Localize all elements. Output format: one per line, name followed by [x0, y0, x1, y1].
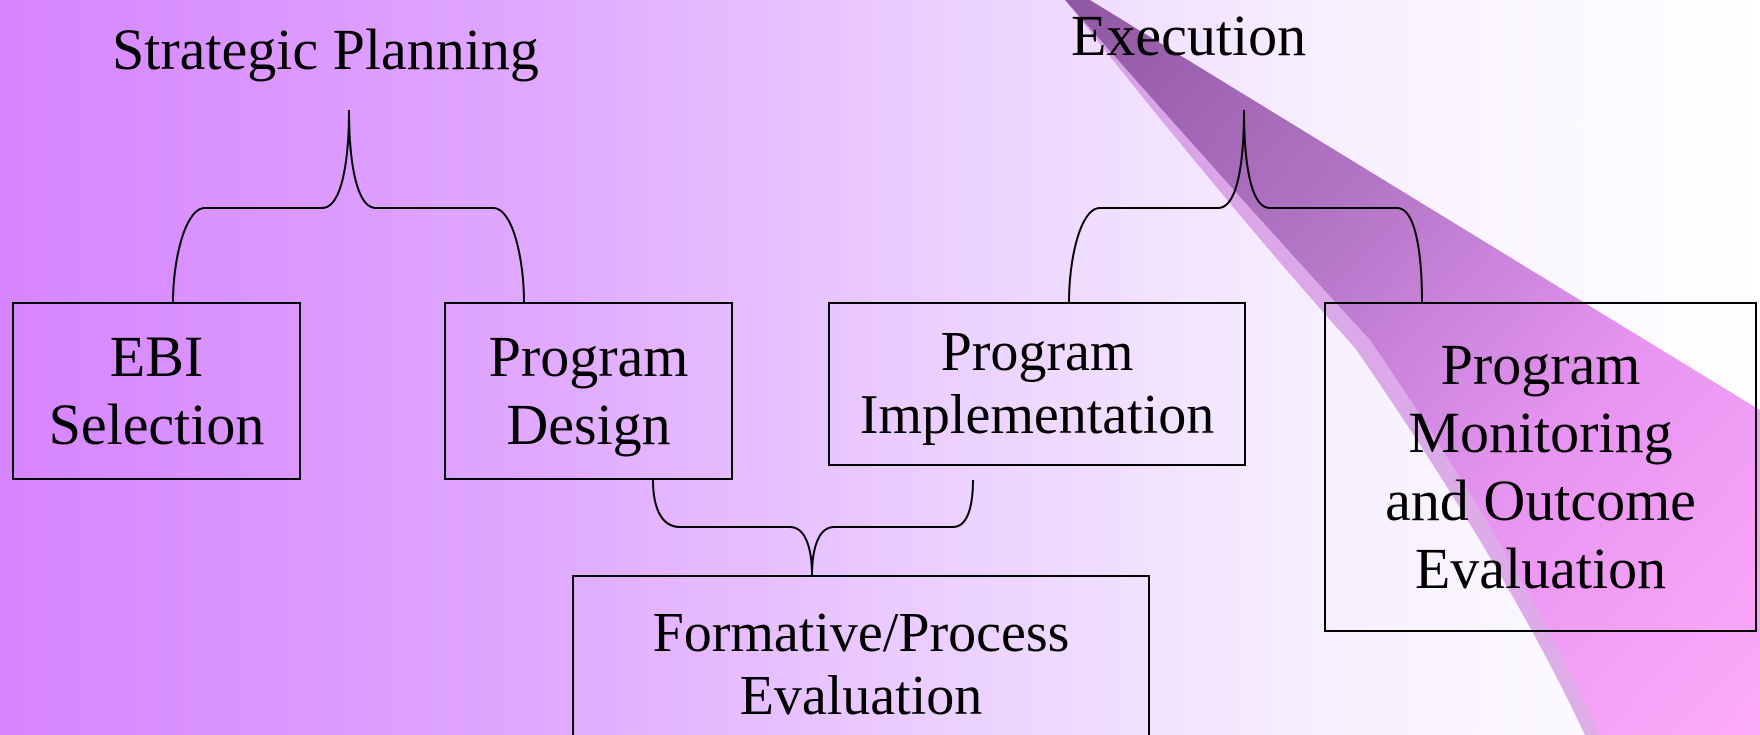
- box-program-monitoring-label: Program Monitoring and Outcome Evaluatio…: [1385, 332, 1696, 601]
- execution-bracket: [1068, 109, 1423, 303]
- box-program-implementation: Program Implementation: [828, 302, 1246, 466]
- strategic-planning-bracket: [172, 109, 525, 303]
- box-ebi-selection: EBI Selection: [12, 302, 301, 480]
- formative-bracket: [652, 479, 974, 576]
- heading-strategic-planning: Strategic Planning: [112, 17, 539, 82]
- box-program-design: Program Design: [444, 302, 733, 480]
- box-program-implementation-label: Program Implementation: [859, 320, 1215, 446]
- box-ebi-selection-label: EBI Selection: [48, 324, 265, 457]
- heading-execution: Execution: [1071, 3, 1307, 68]
- box-formative-process-evaluation: Formative/Process Evaluation: [572, 575, 1150, 735]
- box-program-monitoring: Program Monitoring and Outcome Evaluatio…: [1324, 302, 1757, 632]
- swoosh-band: [1065, 0, 1760, 735]
- box-program-design-label: Program Design: [488, 324, 689, 457]
- box-formative-process-evaluation-label: Formative/Process Evaluation: [652, 602, 1070, 728]
